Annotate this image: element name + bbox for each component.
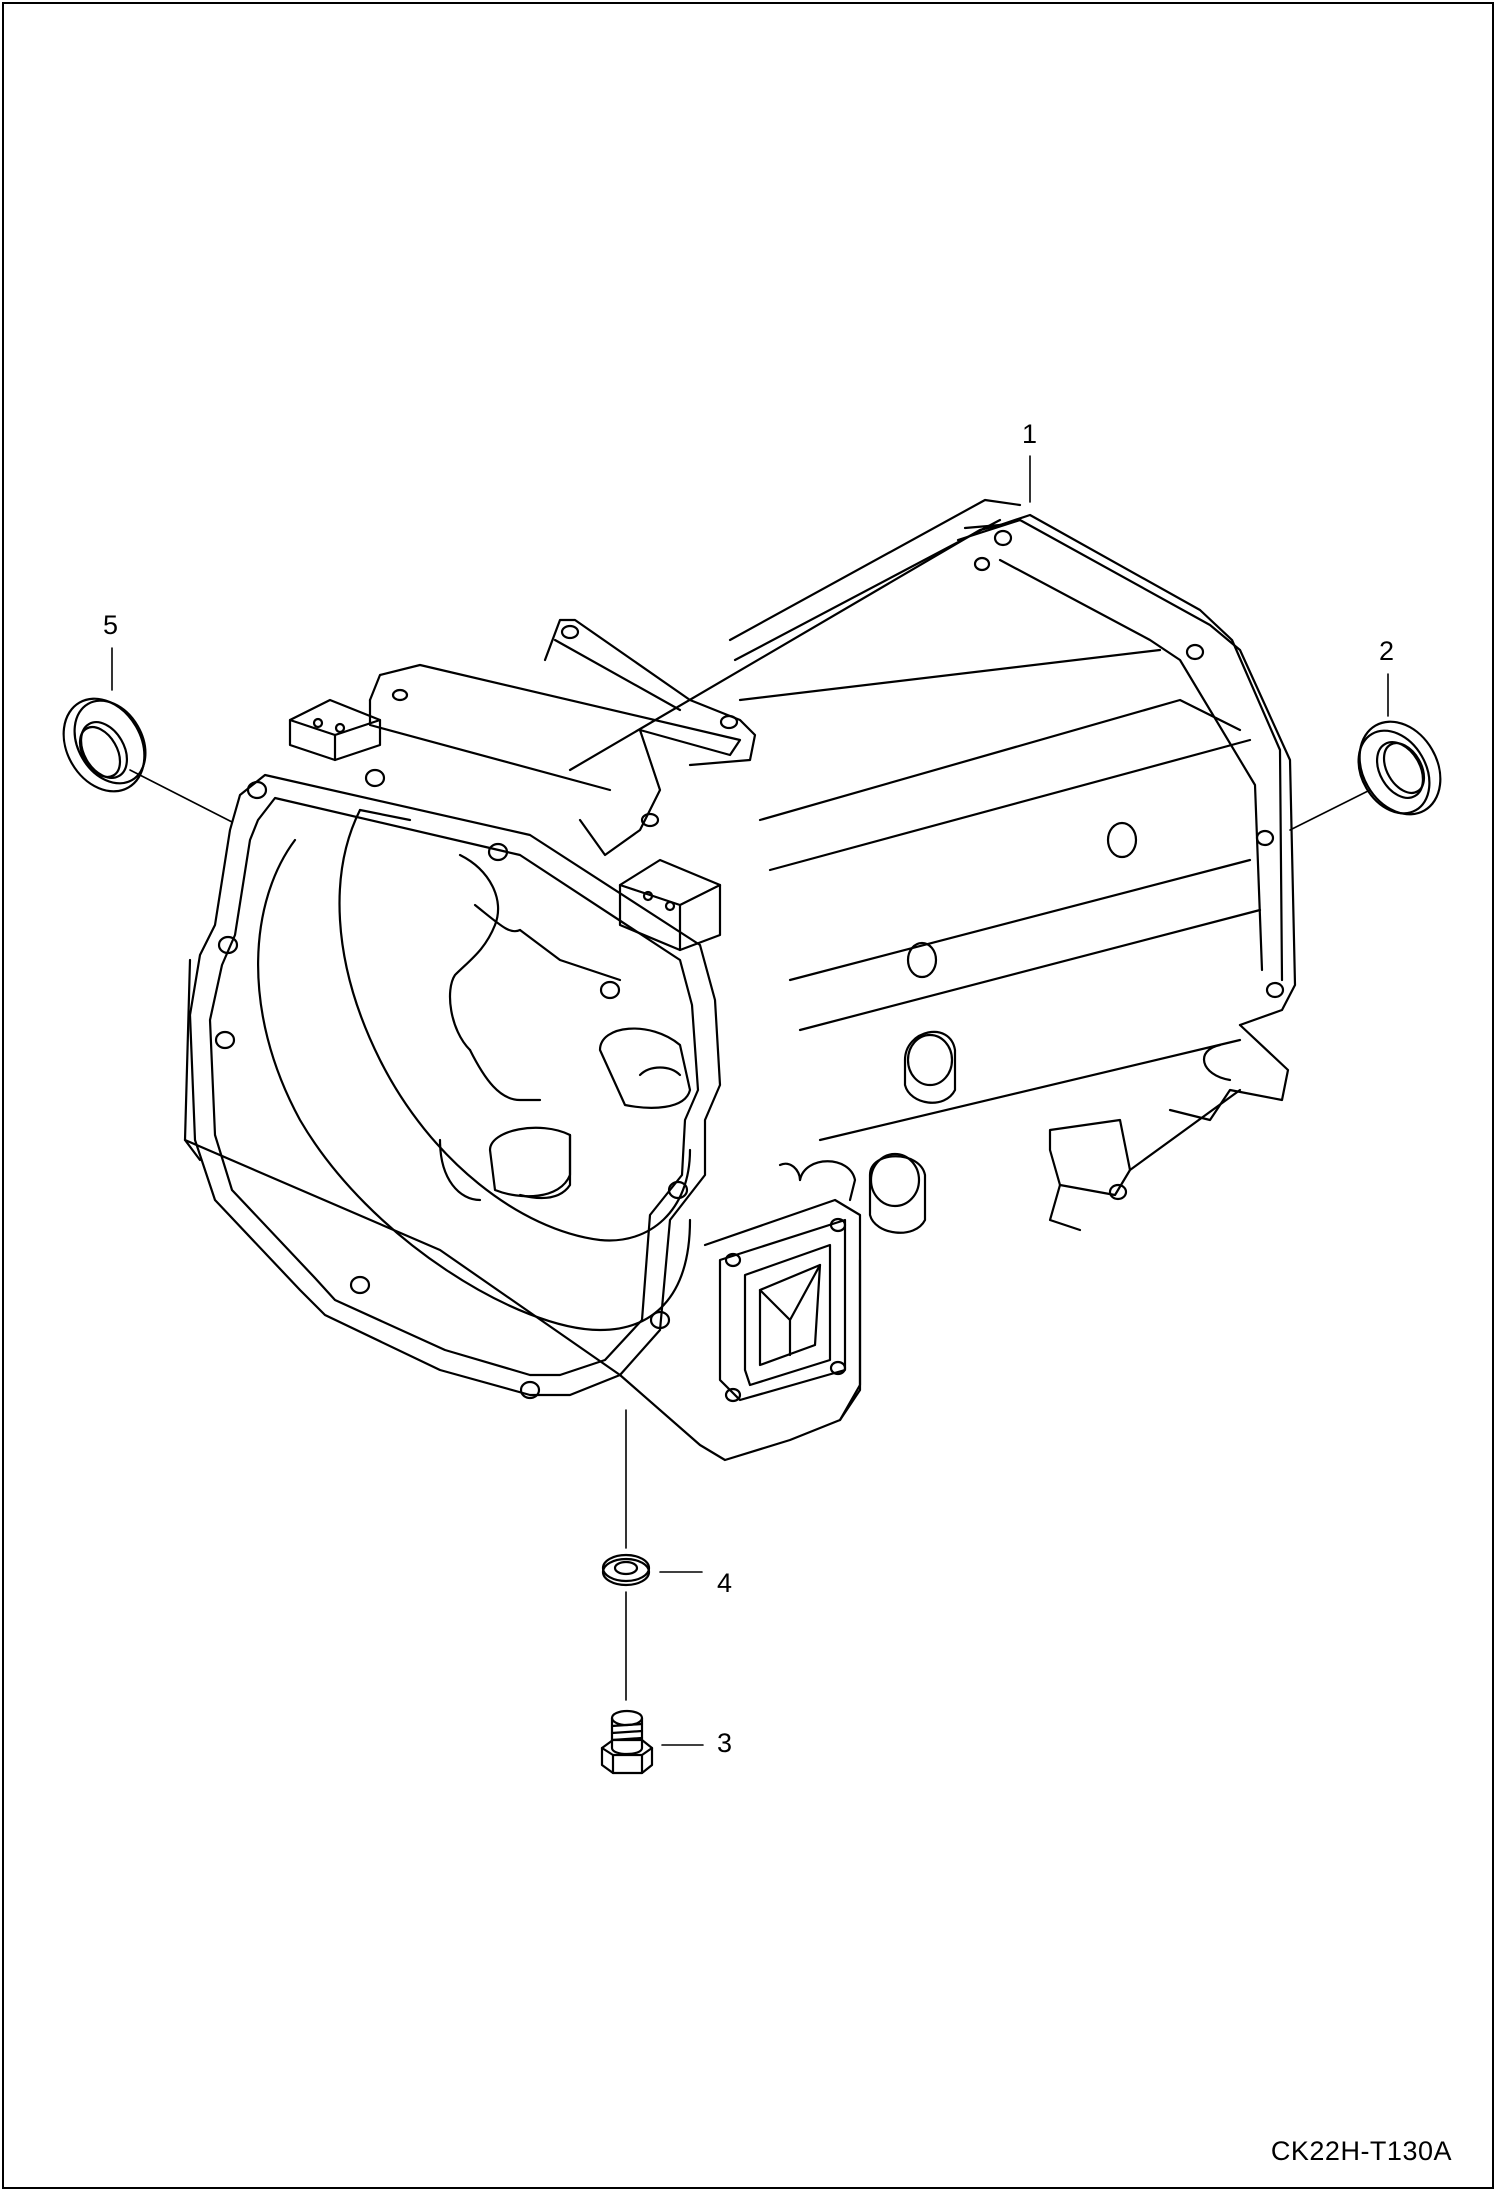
leader-lines [111,455,1389,1746]
washer [601,1553,651,1587]
callout-1: 1 [1022,419,1038,449]
transmission-case [183,498,1297,1462]
oil-seal-right [1357,720,1442,816]
callout-5: 5 [103,610,119,640]
callout-2: 2 [1379,636,1395,666]
oil-seal-left [62,697,147,793]
leader-line-2b [1289,789,1371,831]
drawing-code: CK22H-T130A [1270,2136,1452,2166]
leader-line-5b [129,769,233,823]
callout-3: 3 [717,1728,733,1758]
drain-plug [600,1709,654,1775]
callout-4: 4 [717,1568,733,1598]
